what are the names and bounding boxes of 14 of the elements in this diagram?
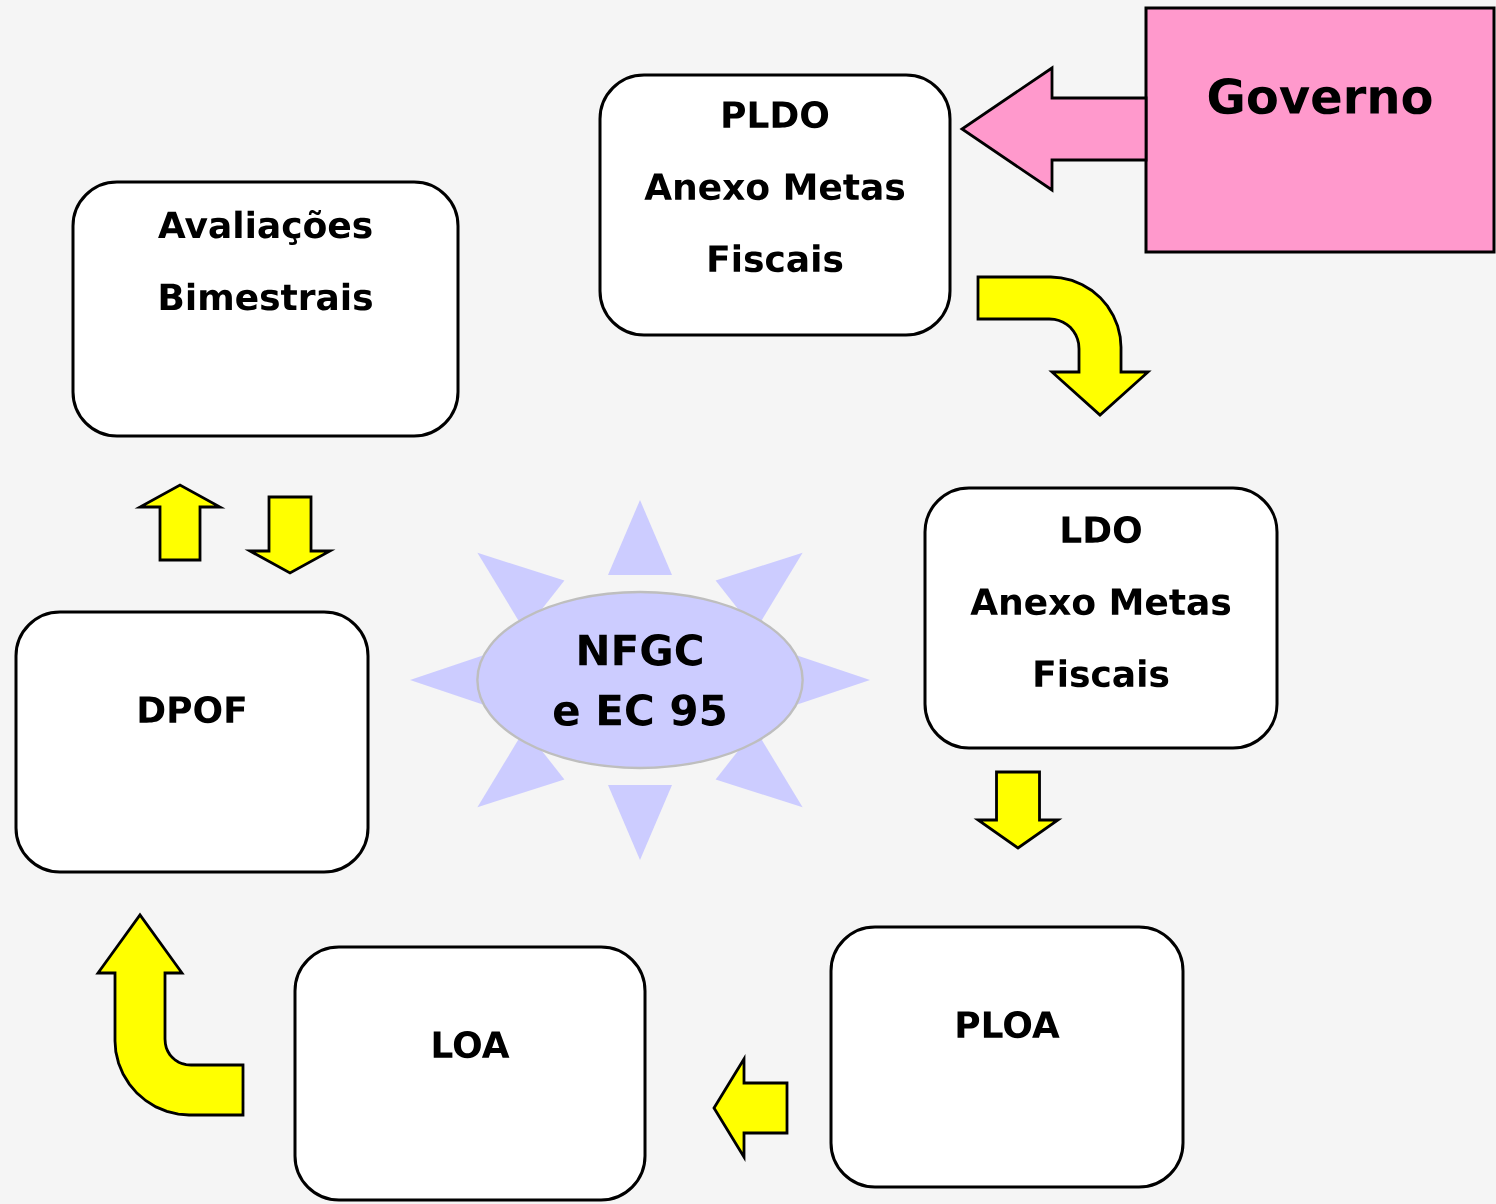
block-arrow (134, 483, 226, 562)
process-box: PLOA (829, 925, 1185, 1189)
block-arrow (712, 1054, 789, 1162)
process-box: Avaliações Bimestrais (71, 180, 460, 438)
block-arrow (976, 275, 1152, 417)
block-arrow (959, 65, 1148, 193)
process-box: PLDO Anexo Metas Fiscais (598, 73, 952, 337)
block-arrow (973, 770, 1063, 850)
block-arrow (244, 495, 336, 575)
block-arrow (95, 912, 245, 1117)
label-box: Governo (1144, 6, 1496, 254)
process-box: LDO Anexo Metas Fiscais (923, 486, 1279, 750)
process-box: DPOF (14, 610, 370, 874)
process-box: LOA (293, 945, 647, 1202)
